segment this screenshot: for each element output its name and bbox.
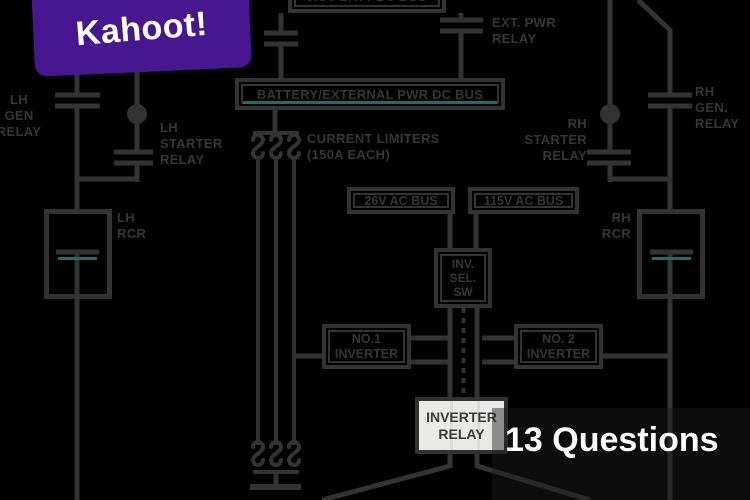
junction-dot-icon xyxy=(127,104,147,124)
ext-pwr-relay-contact-icon xyxy=(440,17,483,34)
lh-gen-relay-contact-icon xyxy=(55,92,100,109)
rh-rcr-internals xyxy=(650,249,693,296)
battery-external-pwr-dc-bus-label: BATTERY/EXTERNAL PWR DC BUS xyxy=(256,86,484,102)
ac-bus-26v-box: 26V AC BUS xyxy=(347,187,455,214)
label-line: LH xyxy=(117,210,135,225)
rh-rcr-label: RH RCR xyxy=(531,210,631,242)
lh-rcr-internals xyxy=(56,249,99,296)
no1-inverter-box: NO.1 INVERTER xyxy=(322,324,411,369)
label-line: RELAY xyxy=(542,148,587,163)
rh-starter-relay-label: RH STARTER RELAY xyxy=(387,116,587,164)
junction-dot-icon xyxy=(600,104,620,124)
question-count-label: 13 Questions xyxy=(505,421,719,459)
no1-inverter-line: INVERTER xyxy=(334,346,399,361)
lh-gen-relay-label: LH GEN RELAY xyxy=(0,92,50,140)
lh-starter-relay-contact-icon xyxy=(114,149,153,166)
label-line: STARTER xyxy=(160,136,223,151)
ac-bus-115v-label: 115V AC BUS xyxy=(483,193,564,208)
no1-inverter-line: NO.1 xyxy=(351,331,382,346)
kahoot-logo-text: Kahoot! xyxy=(74,4,209,54)
fuse-icon xyxy=(250,133,266,160)
lh-rcr-label: LH RCR xyxy=(117,210,146,242)
lh-rcr-box xyxy=(44,209,112,299)
inverter-relay-box: INVERTER RELAY xyxy=(415,397,508,454)
hot-batt-dc-bus-label: HOT BATT DC BUS xyxy=(292,0,442,9)
label-line: GEN xyxy=(4,108,34,123)
label-line: RELAY xyxy=(695,116,740,131)
label-line: RH xyxy=(695,84,715,99)
inv-sel-sw-line: SEL. xyxy=(449,271,477,285)
label-line: RCR xyxy=(117,226,147,241)
label-line: RELAY xyxy=(0,124,42,139)
label-line: RELAY xyxy=(160,152,205,167)
lh-rcr-teal-accent xyxy=(58,257,97,260)
no2-inverter-line: NO. 2 xyxy=(542,331,575,346)
label-line: LH xyxy=(10,92,28,107)
label-line: RH xyxy=(611,210,631,225)
inv-sel-sw-line: SW xyxy=(453,285,473,299)
label-line: RH xyxy=(567,116,587,131)
fuse-icon xyxy=(268,133,284,160)
rh-starter-branch xyxy=(587,0,670,182)
fuse-icon xyxy=(250,440,266,467)
battery-bus-teal-accent xyxy=(243,101,497,104)
kahoot-logo-badge: Kahoot! xyxy=(30,0,253,77)
inverter-relay-line: RELAY xyxy=(438,425,485,442)
rh-rcr-teal-accent xyxy=(652,257,691,260)
hot-batt-dc-bus-box: HOT BATT DC BUS xyxy=(288,0,446,13)
relay-streak xyxy=(450,401,453,450)
no2-inverter-line: INVERTER xyxy=(526,346,591,361)
label-line: CURRENT LIMITERS xyxy=(307,131,440,146)
battery-relay-contact-icon xyxy=(264,30,298,47)
inv-sel-sw-line: INV. xyxy=(451,257,475,271)
label-line: LH xyxy=(160,120,178,135)
rh-starter-relay-contact-icon xyxy=(587,149,631,166)
rh-gen-branch xyxy=(636,0,692,500)
rh-gen-relay-contact-icon xyxy=(648,92,692,109)
rh-rcr-box xyxy=(637,209,705,299)
lh-gen-branch xyxy=(55,60,100,500)
fuse-icon xyxy=(286,133,302,160)
battery-external-pwr-dc-bus-box: BATTERY/EXTERNAL PWR DC BUS xyxy=(235,78,505,110)
label-line: STARTER xyxy=(524,132,587,147)
inverter-select-switch-box: INV. SEL. SW xyxy=(434,248,492,308)
question-count-scrim xyxy=(492,408,750,500)
inverter-relay-line: INVERTER xyxy=(426,408,497,425)
label-line: (150A EACH) xyxy=(307,147,391,162)
fuse-icon xyxy=(268,440,284,467)
current-limiters-label: CURRENT LIMITERS (150A EACH) xyxy=(307,131,440,163)
no2-inverter-box: NO. 2 INVERTER xyxy=(514,324,603,369)
current-limiter-column xyxy=(250,110,302,490)
ac-bus-115v-box: 115V AC BUS xyxy=(468,187,579,214)
label-line: GEN. xyxy=(695,100,728,115)
rh-gen-relay-label: RH GEN. RELAY xyxy=(695,84,739,132)
ext-pwr-relay-label: EXT. PWR RELAY xyxy=(492,15,556,47)
relay-streak xyxy=(477,401,480,450)
inverter-column xyxy=(294,213,668,500)
label-line: EXT. PWR xyxy=(492,15,556,30)
lh-starter-relay-label: LH STARTER RELAY xyxy=(160,120,223,168)
battery-feeders xyxy=(264,13,483,79)
label-line: RELAY xyxy=(492,31,537,46)
lh-starter-branch xyxy=(77,60,153,182)
label-line: RCR xyxy=(601,226,631,241)
fuse-icon xyxy=(286,440,302,467)
ac-bus-26v-label: 26V AC BUS xyxy=(364,193,438,208)
